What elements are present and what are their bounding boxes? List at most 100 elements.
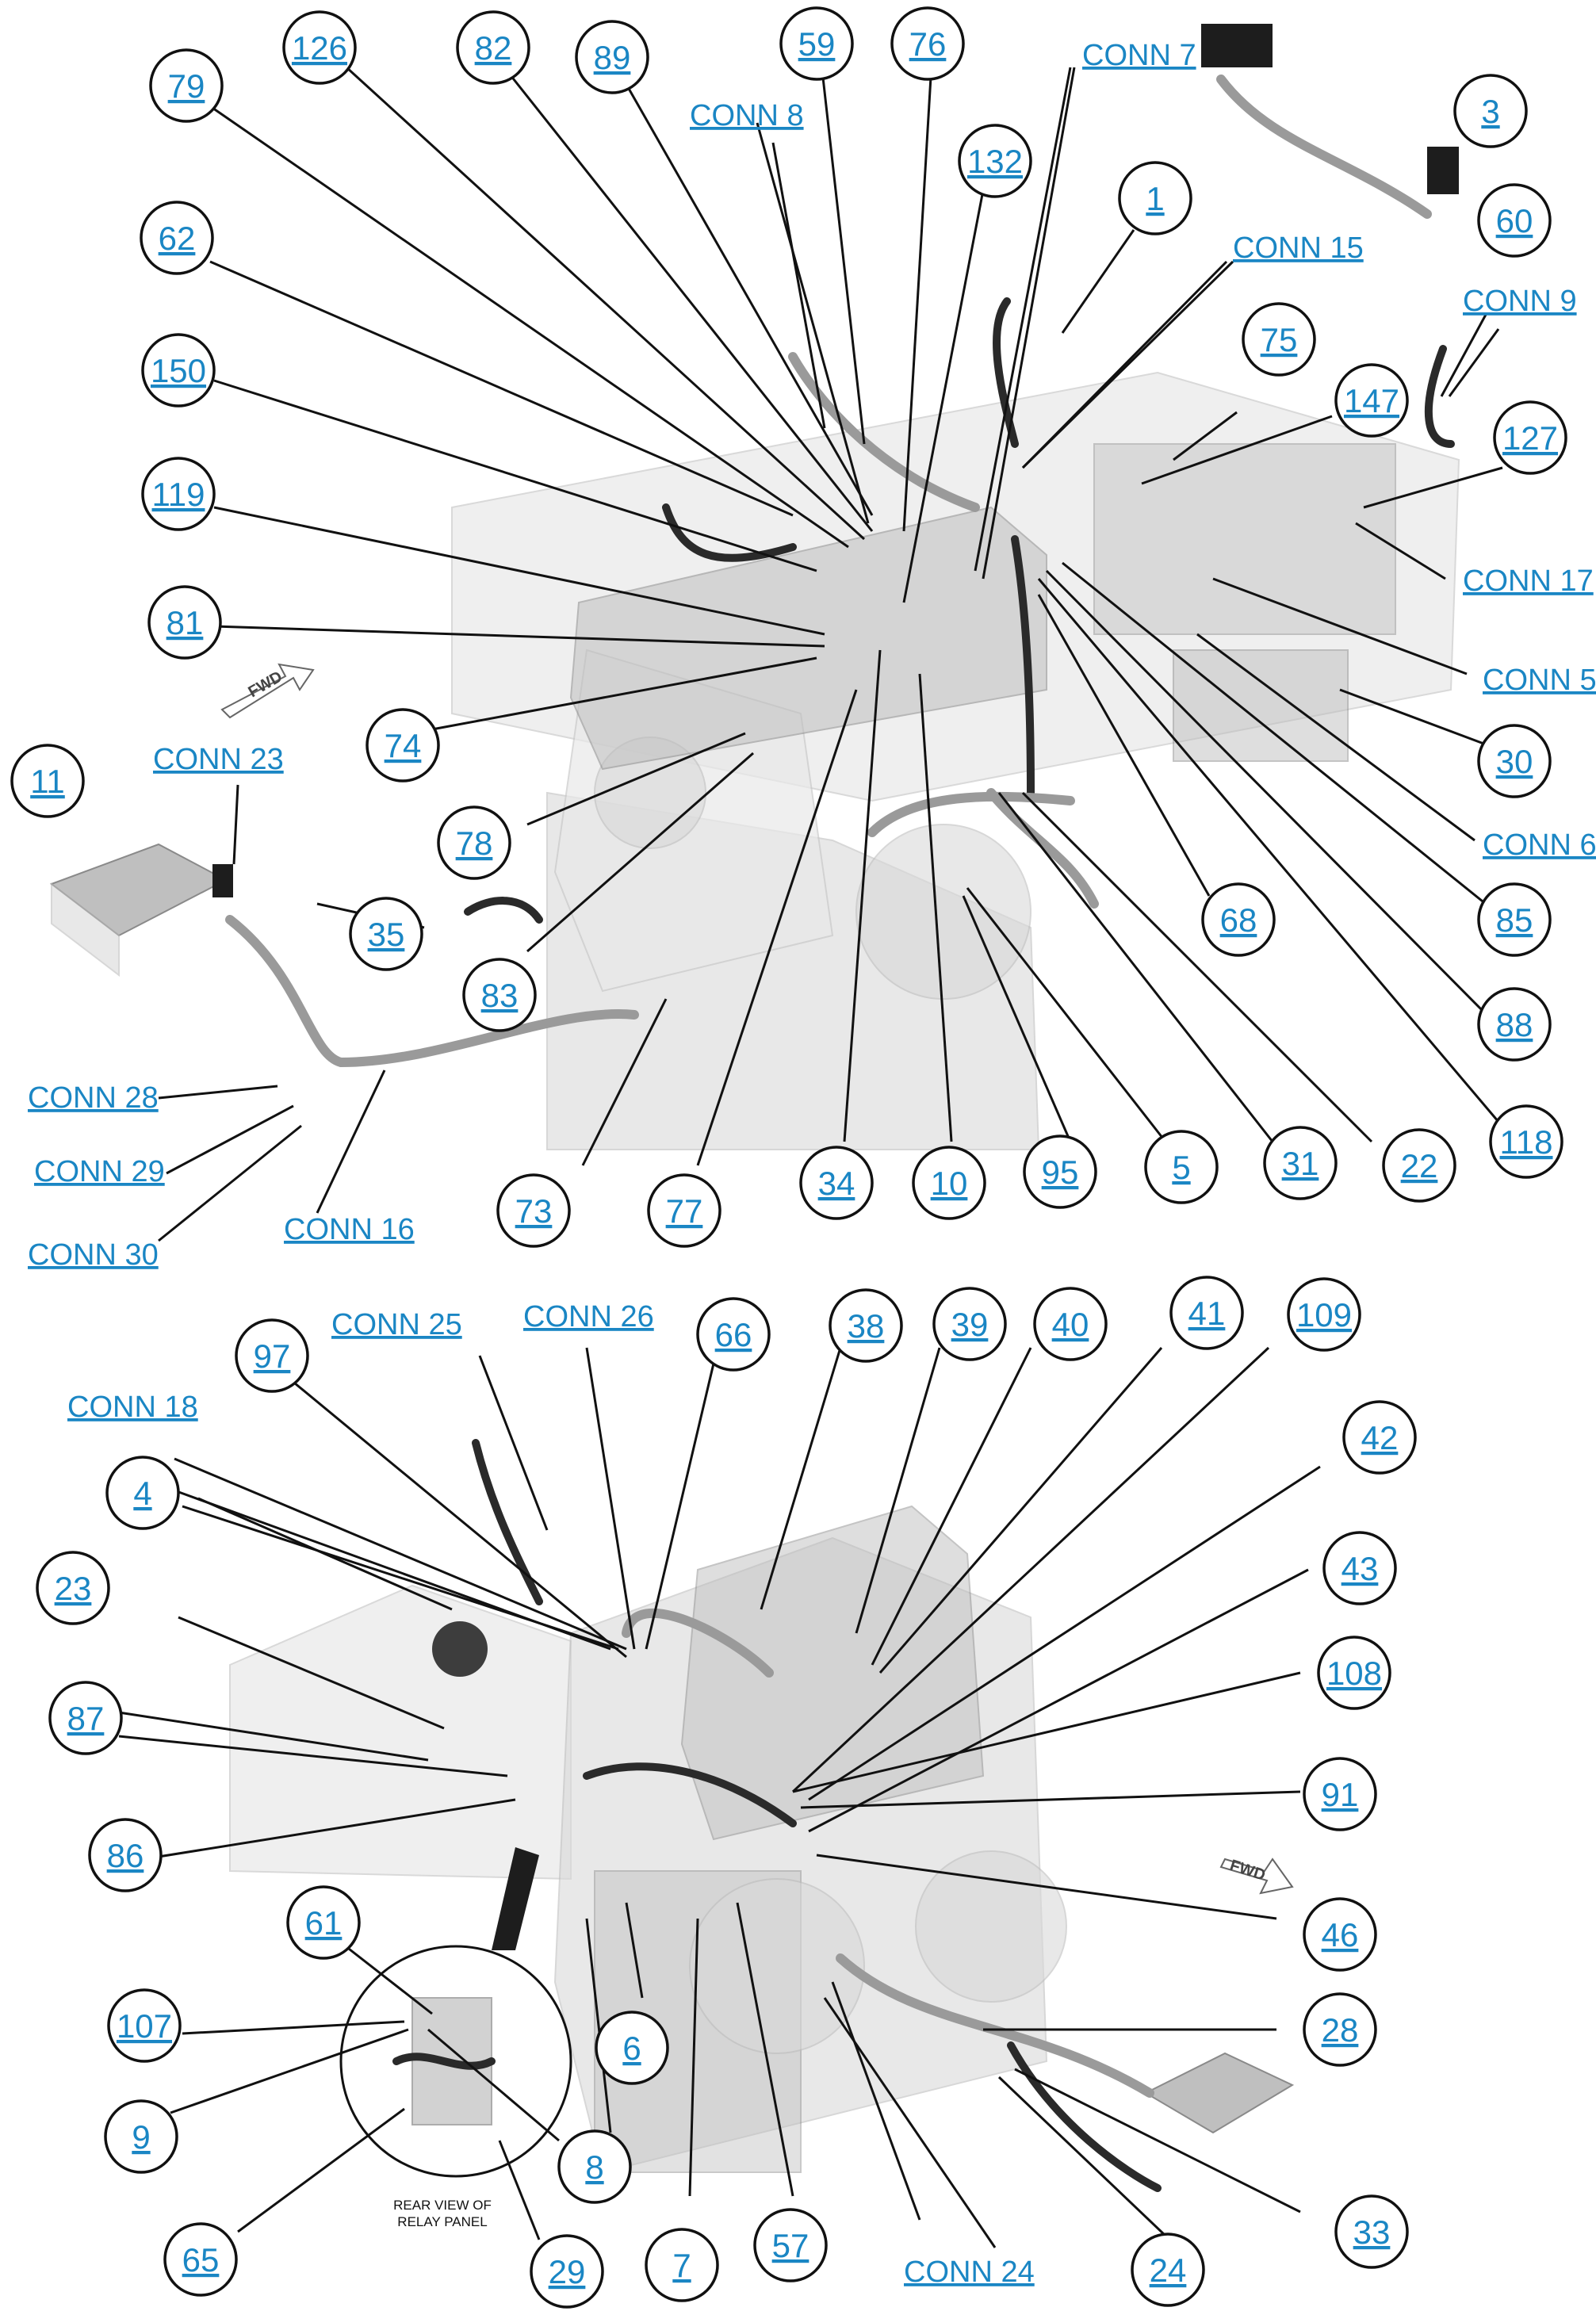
callout-147[interactable]: 147 bbox=[1334, 363, 1409, 438]
conn-9-label[interactable]: CONN 9 bbox=[1463, 285, 1577, 318]
callout-73[interactable]: 73 bbox=[496, 1173, 571, 1248]
conn-15-label[interactable]: CONN 15 bbox=[1233, 231, 1364, 265]
svg-text:88: 88 bbox=[1496, 1006, 1533, 1043]
callout-109[interactable]: 109 bbox=[1287, 1277, 1361, 1352]
fwd-arrow-top: FWD bbox=[220, 663, 315, 719]
conn-17-label[interactable]: CONN 17 bbox=[1463, 564, 1594, 598]
callout-75[interactable]: 75 bbox=[1242, 302, 1316, 377]
callout-6[interactable]: 6 bbox=[595, 2011, 669, 2085]
conn-30-label[interactable]: CONN 30 bbox=[28, 1238, 159, 1272]
callout-150[interactable]: 150 bbox=[141, 333, 216, 407]
callout-46[interactable]: 46 bbox=[1303, 1897, 1377, 1972]
callout-132[interactable]: 132 bbox=[958, 124, 1032, 198]
callout-82[interactable]: 82 bbox=[456, 10, 530, 85]
callout-24[interactable]: 24 bbox=[1131, 2233, 1205, 2307]
svg-text:74: 74 bbox=[385, 727, 422, 764]
svg-text:33: 33 bbox=[1353, 2213, 1391, 2251]
callout-62[interactable]: 62 bbox=[140, 201, 214, 275]
svg-text:34: 34 bbox=[818, 1165, 855, 1202]
callout-59[interactable]: 59 bbox=[779, 6, 854, 81]
svg-text:41: 41 bbox=[1188, 1295, 1226, 1332]
callout-78[interactable]: 78 bbox=[437, 805, 511, 880]
conn-8-label[interactable]: CONN 8 bbox=[690, 99, 804, 132]
svg-text:83: 83 bbox=[481, 977, 519, 1014]
svg-text:107: 107 bbox=[117, 2007, 172, 2045]
callout-86[interactable]: 86 bbox=[88, 1818, 163, 1892]
conn-6-label[interactable]: CONN 6 bbox=[1483, 828, 1596, 862]
svg-text:62: 62 bbox=[159, 220, 196, 257]
svg-text:10: 10 bbox=[931, 1165, 968, 1202]
svg-text:75: 75 bbox=[1261, 321, 1298, 358]
callout-107[interactable]: 107 bbox=[107, 1988, 182, 2063]
callout-97[interactable]: 97 bbox=[235, 1318, 309, 1393]
conn-25-label[interactable]: CONN 25 bbox=[331, 1308, 462, 1341]
callout-29[interactable]: 29 bbox=[530, 2234, 604, 2309]
svg-text:46: 46 bbox=[1322, 1916, 1359, 1953]
callout-83[interactable]: 83 bbox=[462, 958, 537, 1032]
callout-42[interactable]: 42 bbox=[1342, 1400, 1417, 1475]
callout-22[interactable]: 22 bbox=[1382, 1128, 1456, 1203]
callout-7[interactable]: 7 bbox=[645, 2228, 719, 2302]
callout-38[interactable]: 38 bbox=[829, 1288, 903, 1363]
conn-16-label[interactable]: CONN 16 bbox=[284, 1213, 415, 1246]
callout-1[interactable]: 1 bbox=[1118, 161, 1192, 235]
callout-34[interactable]: 34 bbox=[799, 1146, 874, 1220]
callout-28[interactable]: 28 bbox=[1303, 1992, 1377, 2067]
callout-77[interactable]: 77 bbox=[647, 1173, 721, 1248]
callout-85[interactable]: 85 bbox=[1477, 882, 1552, 957]
conn-28-label[interactable]: CONN 28 bbox=[28, 1081, 159, 1115]
callout-65[interactable]: 65 bbox=[163, 2222, 238, 2297]
callout-66[interactable]: 66 bbox=[696, 1297, 771, 1372]
callout-31[interactable]: 31 bbox=[1263, 1126, 1338, 1200]
callout-9[interactable]: 9 bbox=[104, 2099, 178, 2174]
svg-text:5: 5 bbox=[1172, 1149, 1190, 1186]
conn-23-label[interactable]: CONN 23 bbox=[153, 743, 284, 776]
svg-text:6: 6 bbox=[622, 2030, 641, 2067]
callout-33[interactable]: 33 bbox=[1334, 2194, 1409, 2269]
callout-74[interactable]: 74 bbox=[366, 708, 440, 782]
callout-10[interactable]: 10 bbox=[912, 1146, 986, 1220]
callout-68[interactable]: 68 bbox=[1201, 882, 1276, 957]
callout-118[interactable]: 118 bbox=[1489, 1104, 1563, 1179]
callout-61[interactable]: 61 bbox=[286, 1885, 361, 1960]
callout-11[interactable]: 11 bbox=[10, 744, 85, 818]
svg-text:FWD: FWD bbox=[1227, 1857, 1267, 1884]
callout-3[interactable]: 3 bbox=[1453, 74, 1528, 148]
callout-41[interactable]: 41 bbox=[1169, 1276, 1244, 1350]
callout-91[interactable]: 91 bbox=[1303, 1757, 1377, 1831]
callout-87[interactable]: 87 bbox=[48, 1681, 123, 1755]
callout-30[interactable]: 30 bbox=[1477, 724, 1552, 798]
svg-text:30: 30 bbox=[1496, 743, 1533, 780]
callout-8[interactable]: 8 bbox=[557, 2129, 632, 2204]
callout-89[interactable]: 89 bbox=[575, 20, 649, 94]
conn-5-label[interactable]: CONN 5 bbox=[1483, 664, 1596, 697]
callout-35[interactable]: 35 bbox=[349, 897, 423, 971]
callout-40[interactable]: 40 bbox=[1033, 1287, 1108, 1361]
svg-text:108: 108 bbox=[1326, 1655, 1382, 1692]
callout-79[interactable]: 79 bbox=[149, 48, 224, 123]
callout-126[interactable]: 126 bbox=[282, 10, 357, 85]
callout-4[interactable]: 4 bbox=[105, 1456, 180, 1530]
callout-60[interactable]: 60 bbox=[1477, 183, 1552, 258]
callout-57[interactable]: 57 bbox=[753, 2208, 828, 2282]
callout-5[interactable]: 5 bbox=[1144, 1130, 1219, 1204]
callout-39[interactable]: 39 bbox=[932, 1287, 1007, 1361]
callout-108[interactable]: 108 bbox=[1317, 1636, 1391, 1710]
conn-29-label[interactable]: CONN 29 bbox=[34, 1155, 165, 1188]
conn-7-label[interactable]: CONN 7 bbox=[1082, 39, 1196, 72]
callout-76[interactable]: 76 bbox=[890, 6, 965, 81]
callout-43[interactable]: 43 bbox=[1322, 1531, 1397, 1605]
callout-119[interactable]: 119 bbox=[141, 457, 216, 531]
callout-95[interactable]: 95 bbox=[1023, 1134, 1097, 1209]
conn-24-label[interactable]: CONN 24 bbox=[904, 2256, 1035, 2289]
callout-23[interactable]: 23 bbox=[36, 1551, 110, 1625]
svg-text:66: 66 bbox=[715, 1316, 752, 1353]
svg-text:76: 76 bbox=[909, 25, 947, 63]
callout-81[interactable]: 81 bbox=[147, 585, 222, 660]
svg-text:81: 81 bbox=[166, 604, 204, 641]
conn-26-label[interactable]: CONN 26 bbox=[523, 1300, 654, 1333]
callout-127[interactable]: 127 bbox=[1493, 400, 1567, 475]
svg-text:59: 59 bbox=[798, 25, 836, 63]
conn-18-label[interactable]: CONN 18 bbox=[67, 1391, 198, 1424]
callout-88[interactable]: 88 bbox=[1477, 987, 1552, 1062]
